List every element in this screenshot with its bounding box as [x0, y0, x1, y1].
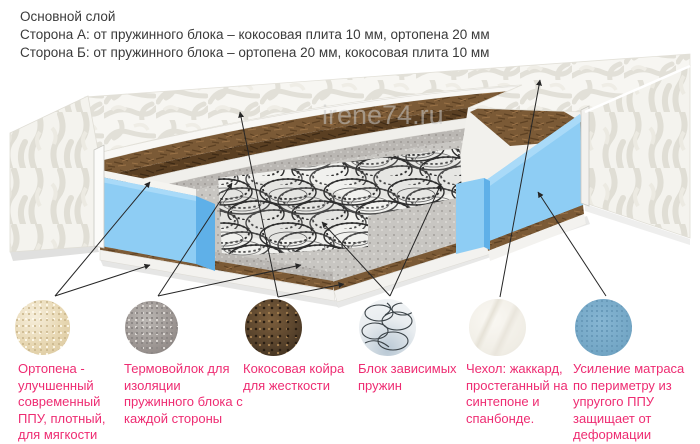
- white-under-blue: [488, 214, 586, 261]
- coir-swatch: [245, 299, 302, 356]
- blue-foam-small-box: [456, 178, 490, 254]
- orthopena-swatch: [15, 300, 70, 355]
- leader-coir-bottom: [277, 282, 345, 298]
- left-end-quilted-panel: [9, 95, 99, 253]
- cover-swatch: [469, 299, 526, 356]
- springs-swatch: [359, 299, 416, 356]
- left-cover-cut-edge: [93, 144, 105, 249]
- quilted-top-surface: [84, 53, 691, 153]
- leader-springs-left: [321, 221, 391, 297]
- blue-left-end-cap: [196, 196, 215, 271]
- leader-orthopena-bottom: [54, 263, 151, 297]
- right-panel-piping: [580, 105, 590, 207]
- felt-top-layer: [104, 122, 512, 211]
- leader-orthopena-top: [54, 181, 151, 297]
- header-side-b: Сторона Б: от пружинного блока – ортопен…: [20, 45, 490, 60]
- coir-label: Кокосовая койра для жесткости: [243, 361, 345, 393]
- cover-label: Чехол: жаккард, простеганный на синтепон…: [466, 361, 568, 426]
- leader-thermofelt-bottom: [157, 263, 302, 297]
- coco-under-blue: [487, 205, 584, 251]
- orthopena-label: Ортопена - улучшенный современный ППУ, п…: [18, 361, 106, 442]
- coco-top-layer: [104, 90, 524, 176]
- watermark-text: irene74.ru: [322, 100, 444, 130]
- leader-coir-top: [238, 111, 279, 298]
- blue-foam-right-panel: [485, 114, 586, 261]
- perimeter-label: Усиление матраса по периметру из упругог…: [573, 361, 685, 442]
- blue-foam-left-panel: [101, 170, 215, 271]
- leader-perimeter: [537, 191, 607, 297]
- leader-cover: [499, 79, 542, 298]
- springs-swatch-art: [361, 302, 415, 351]
- thermofelt-swatch: [125, 301, 178, 354]
- leader-springs-right: [389, 183, 442, 297]
- header-text-block: Основной слой Сторона А: от пружинного б…: [20, 8, 490, 62]
- perimeter-swatch: [575, 299, 632, 356]
- header-main-layer-title: Основной слой: [20, 9, 116, 24]
- quilted-cover: [9, 53, 691, 253]
- coco-top-edge: [104, 102, 520, 188]
- leader-thermofelt-top: [157, 182, 233, 297]
- springs-label: Блок зависимых пружин: [358, 361, 457, 393]
- header-side-a: Сторона А: от пружинного блока – кокосов…: [20, 27, 490, 42]
- leader-lines: [54, 79, 607, 298]
- thermofelt-label: Термовойлок для изоляции пружинного блок…: [124, 361, 243, 426]
